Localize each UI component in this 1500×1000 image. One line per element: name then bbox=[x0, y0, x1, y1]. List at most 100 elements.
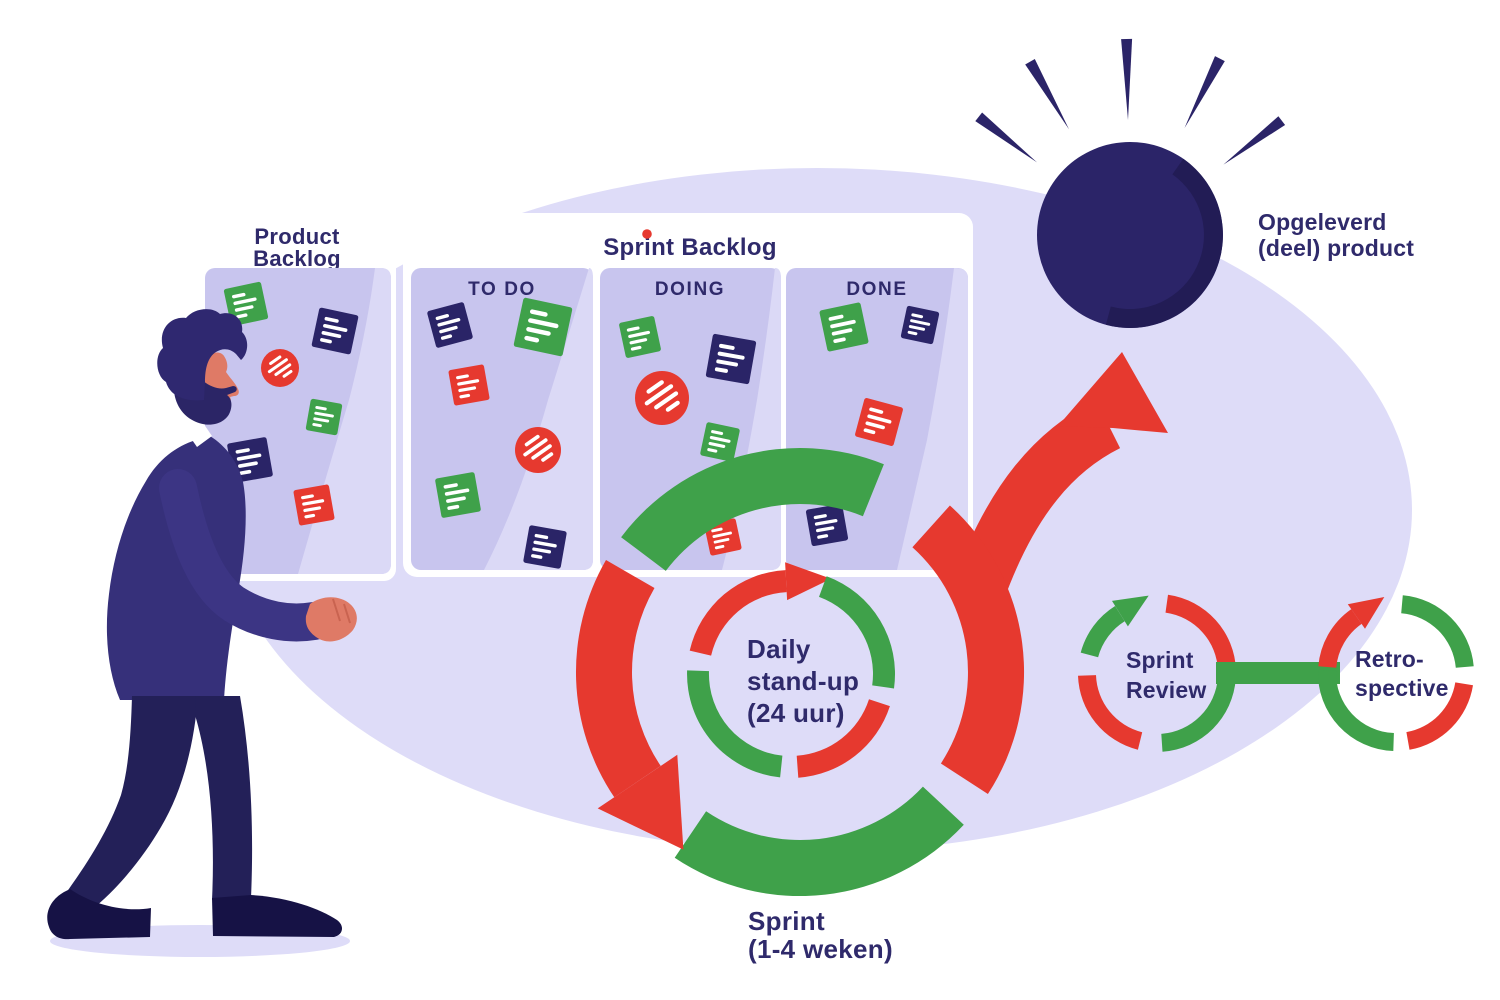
note-line bbox=[712, 531, 732, 538]
sticky-note-square bbox=[223, 281, 269, 327]
note-line bbox=[869, 407, 884, 414]
sticky-note-square bbox=[305, 398, 343, 436]
note-line bbox=[236, 453, 262, 461]
note-line bbox=[238, 461, 258, 468]
product-sphere bbox=[1037, 142, 1223, 328]
note-line bbox=[831, 328, 853, 336]
svg-text:(1-4 weken): (1-4 weken) bbox=[748, 934, 893, 964]
sticky-note-circle bbox=[635, 371, 689, 425]
note-shape bbox=[305, 398, 343, 436]
review-arc-green-topleft bbox=[1080, 606, 1125, 658]
note-line bbox=[282, 369, 293, 378]
daily-standup-cycle bbox=[687, 562, 896, 778]
note-line bbox=[830, 319, 856, 329]
svg-text:Sprint: Sprint bbox=[748, 906, 825, 936]
sticky-note-square bbox=[819, 302, 869, 352]
sun-ray-icon bbox=[1184, 56, 1225, 129]
retrospective-label: Retro- spective bbox=[1355, 646, 1449, 701]
note-line bbox=[534, 533, 549, 540]
note-shape bbox=[700, 422, 740, 462]
note-line bbox=[816, 526, 835, 533]
note-line bbox=[867, 414, 892, 424]
title-i-dot-icon bbox=[642, 229, 652, 239]
product-backlog-board: Product Backlog bbox=[199, 215, 396, 581]
hair bbox=[157, 309, 248, 401]
note-line bbox=[232, 292, 246, 299]
svg-text:Sprint: Sprint bbox=[1126, 647, 1194, 673]
delivered-product-label: Opgeleverd bbox=[1258, 209, 1387, 235]
note-shape bbox=[705, 333, 757, 385]
note-line bbox=[828, 314, 844, 321]
back-shoe bbox=[47, 889, 151, 940]
sphere-shade bbox=[1105, 158, 1223, 328]
note-line bbox=[447, 504, 460, 510]
daily-arc-green-bottomleft bbox=[687, 670, 783, 778]
note-line bbox=[644, 384, 674, 406]
note-line bbox=[533, 540, 557, 548]
note-line bbox=[833, 337, 846, 344]
note-line bbox=[714, 367, 728, 373]
note-line bbox=[529, 309, 548, 317]
note-line bbox=[629, 338, 648, 345]
board-title: Product bbox=[254, 224, 340, 249]
sprint-review-cycle bbox=[1078, 594, 1236, 752]
review-arc-red-bottomleft bbox=[1078, 675, 1143, 750]
note-line bbox=[626, 326, 640, 332]
note-line bbox=[458, 386, 477, 393]
retro-arc-red-topleft bbox=[1318, 609, 1362, 668]
cycle-arrow-head-icon bbox=[597, 754, 684, 850]
note-line bbox=[459, 393, 471, 399]
note-line bbox=[523, 438, 548, 457]
sun-ray-icon bbox=[1025, 59, 1069, 130]
note-line bbox=[865, 421, 885, 430]
sticky-note-circle bbox=[515, 427, 561, 473]
review-arrow-head-icon bbox=[1112, 595, 1149, 627]
note-line bbox=[713, 537, 730, 544]
note-line bbox=[654, 391, 679, 410]
note-line bbox=[304, 513, 316, 519]
note-line bbox=[437, 317, 461, 327]
note-line bbox=[707, 448, 718, 453]
note-line bbox=[439, 325, 458, 334]
board-title: Backlog bbox=[253, 246, 341, 271]
note-shape bbox=[819, 302, 869, 352]
column-header-todo: TO DO bbox=[468, 279, 536, 300]
product-backlog-notes bbox=[223, 281, 359, 526]
note-line bbox=[716, 359, 739, 367]
note-line bbox=[435, 313, 449, 321]
note-line bbox=[312, 423, 322, 428]
note-shape bbox=[855, 398, 903, 446]
note-line bbox=[863, 428, 876, 435]
note-line bbox=[708, 441, 726, 448]
sticky-note-square bbox=[435, 472, 481, 518]
sticky-note-square bbox=[293, 484, 335, 526]
note-shape bbox=[635, 371, 689, 425]
cycle-arc-red-left bbox=[575, 560, 661, 798]
delivered-product-label: (deel) product bbox=[1258, 235, 1414, 261]
delivered-product: Opgeleverd (deel) product bbox=[975, 38, 1414, 328]
note-line bbox=[541, 452, 554, 462]
note-line bbox=[233, 297, 257, 306]
retro-arc-red-bottomright bbox=[1406, 682, 1473, 750]
note-line bbox=[907, 330, 918, 336]
cycle-arc-green-top bbox=[621, 447, 884, 571]
svg-text:spective: spective bbox=[1355, 675, 1449, 701]
back-leg bbox=[66, 696, 198, 907]
note-line bbox=[714, 544, 725, 550]
note-line bbox=[911, 313, 924, 319]
note-line bbox=[628, 330, 651, 339]
sticky-note-square bbox=[855, 398, 903, 446]
arrow-to-product-head-icon bbox=[1058, 352, 1168, 433]
sun-rays bbox=[975, 38, 1286, 165]
cycle-arc-red-right bbox=[912, 505, 1025, 794]
svg-text:Retro-: Retro- bbox=[1355, 646, 1424, 672]
sun-ray-icon bbox=[1223, 116, 1286, 165]
note-line bbox=[524, 335, 540, 343]
note-line bbox=[323, 323, 348, 332]
daily-standup-label: Daily stand-up (24 uur) bbox=[747, 634, 859, 728]
note-line bbox=[274, 363, 292, 377]
jacket bbox=[106, 436, 246, 700]
sun-ray-icon bbox=[975, 112, 1037, 163]
note-line bbox=[236, 313, 248, 319]
